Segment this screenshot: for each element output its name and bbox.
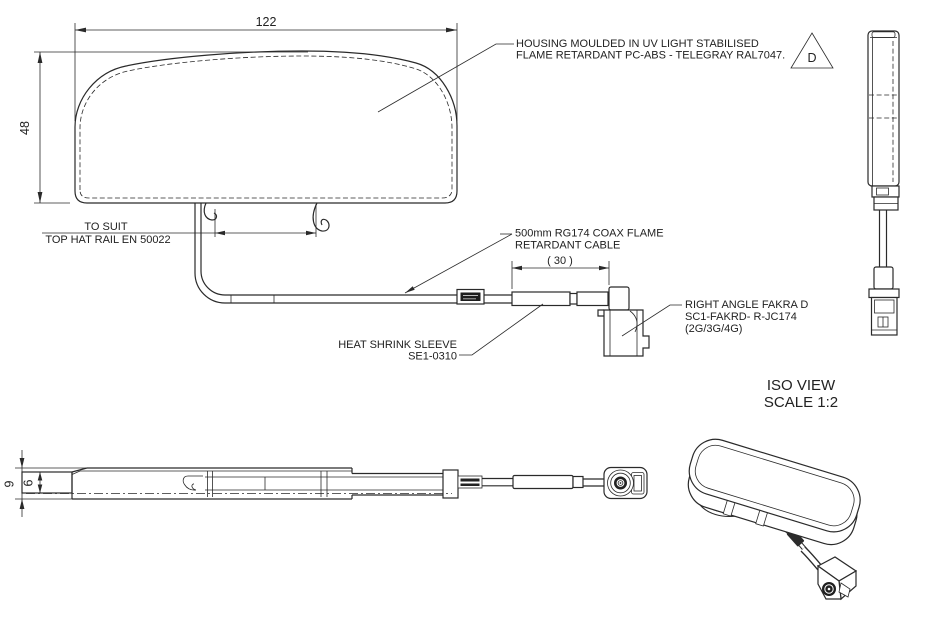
- sleeve-note-line1: HEAT SHRINK SLEEVE: [338, 339, 457, 351]
- connector-note: RIGHT ANGLE FAKRA D SC1-FAKRD- R-JC174 (…: [621, 299, 808, 337]
- bottom-clip-hook: [182, 475, 203, 491]
- sleeve-note: HEAT SHRINK SLEEVE SE1-0310: [338, 303, 544, 363]
- side-bracket: [871, 185, 900, 211]
- bottom-cable: [482, 474, 604, 490]
- side-sleeve: [873, 266, 894, 290]
- bottom-view: 9 6: [3, 450, 648, 517]
- dim-inner-height-value: 6: [22, 479, 36, 486]
- connector-note-line1: RIGHT ANGLE FAKRA D: [685, 299, 808, 311]
- bottom-cable-label: [457, 475, 483, 489]
- rail-clips: [42, 202, 330, 237]
- sleeve-note-line2: SE1-0310: [408, 351, 457, 363]
- bottom-body: [26, 467, 459, 500]
- iso-view-title: ISO VIEW: [767, 377, 836, 394]
- housing-inner-hidden-outline: [79, 55, 453, 199]
- rail-note: TO SUIT TOP HAT RAIL EN 50022: [45, 221, 170, 246]
- dimension-inner-height: 6: [22, 472, 43, 493]
- coax-cable: [194, 203, 512, 305]
- heat-shrink-sleeve: [511, 291, 609, 307]
- rail-note-line2: TOP HAT RAIL EN 50022: [45, 234, 170, 246]
- housing-note-line1: HOUSING MOULDED IN UV LIGHT STABILISED: [516, 38, 759, 50]
- dim-sleeve-value: ( 30 ): [547, 255, 573, 267]
- side-cable: [878, 210, 888, 267]
- iso-housing-slab: [687, 438, 861, 546]
- iso-view: ISO VIEW SCALE 1:2: [687, 377, 861, 601]
- housing-outline: [74, 50, 458, 204]
- cable-marker-label: [456, 288, 485, 305]
- revision-flag-letter: D: [807, 51, 816, 65]
- cable-note-line1: 500mm RG174 COAX FLAME: [515, 228, 664, 240]
- dimension-height: 48: [18, 51, 308, 204]
- dimension-sleeve: ( 30 ): [511, 255, 610, 289]
- front-view: 122 48 HOUSING MOULDED IN UV LIGHT STABI…: [18, 15, 834, 363]
- side-view: [867, 30, 900, 336]
- connector-note-line3: (2G/3G/4G): [685, 323, 742, 335]
- iso-fakra-connector: [816, 556, 858, 601]
- bottom-fakra-end-view: [603, 466, 648, 500]
- clip-left: [203, 202, 218, 221]
- dim-height-value: 48: [18, 121, 32, 135]
- revision-flag: D: [790, 32, 834, 69]
- side-connector: [868, 288, 900, 336]
- dim-outer-height-value: 9: [3, 480, 17, 487]
- cable-note-line2: RETARDANT CABLE: [515, 240, 620, 252]
- cable-note: 500mm RG174 COAX FLAME RETARDANT CABLE: [404, 228, 664, 294]
- iso-view-scale: SCALE 1:2: [764, 394, 838, 411]
- dimension-outer-height: 9: [3, 450, 90, 517]
- dimension-width: 122: [74, 15, 458, 121]
- connector-note-line2: SC1-FAKRD- R-JC174: [685, 311, 797, 323]
- dim-width-value: 122: [256, 15, 277, 29]
- rail-note-line1: TO SUIT: [84, 221, 127, 233]
- housing-note-line2: FLAME RETARDANT PC-ABS - TELEGRAY RAL704…: [516, 50, 785, 62]
- clip-right: [312, 202, 330, 232]
- housing-note: HOUSING MOULDED IN UV LIGHT STABILISED F…: [377, 38, 785, 113]
